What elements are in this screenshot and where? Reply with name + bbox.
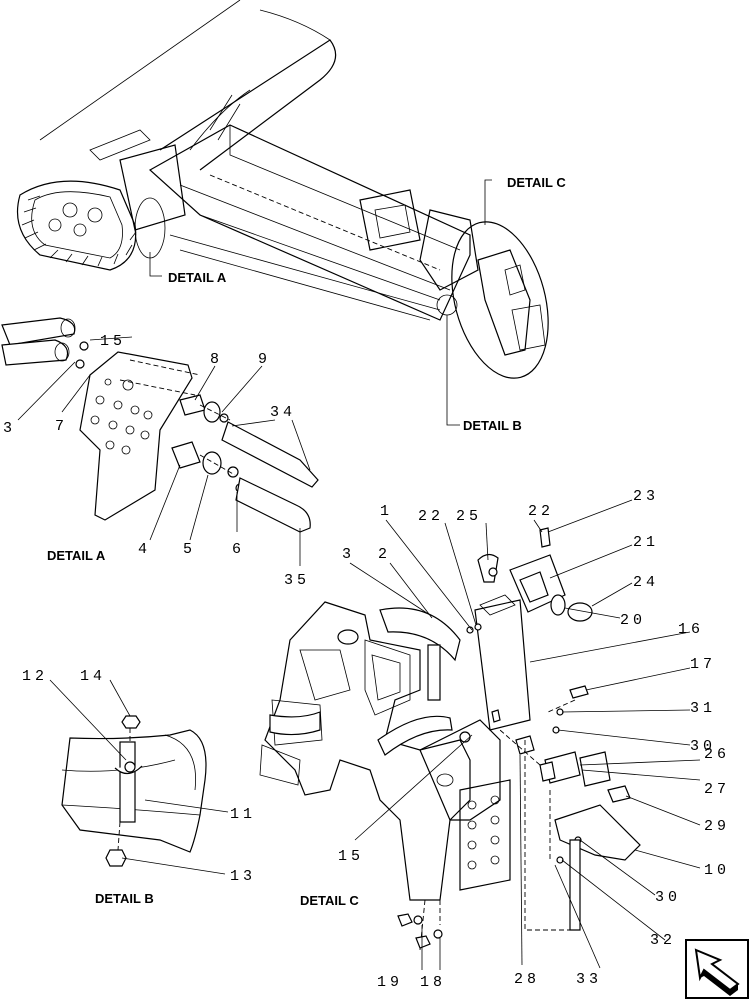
- callout-22-second: 22: [528, 503, 554, 520]
- detail-c-leaders: [349, 499, 701, 970]
- main-assembly-drawing: [16, 0, 549, 379]
- callout-30-upper: 30: [690, 738, 716, 755]
- callout-5: 5: [183, 541, 196, 558]
- detail-a-leaders: [17, 336, 311, 566]
- callout-22-first: 22: [418, 508, 444, 525]
- callout-13: 13: [230, 868, 256, 885]
- callout-15-detail-c: 15: [338, 848, 364, 865]
- detail-b-leaders: [49, 679, 229, 875]
- callout-34: 34: [270, 404, 296, 421]
- callout-29: 29: [704, 818, 730, 835]
- callout-18: 18: [420, 974, 446, 991]
- detail-a-label: DETAIL A: [168, 270, 227, 285]
- callout-3-detail-c: 3: [342, 546, 355, 563]
- callout-3-detail-a: 3: [3, 420, 16, 437]
- detail-c-drawing: [259, 527, 641, 951]
- detail-a-caption: DETAIL A: [47, 548, 106, 563]
- detail-leaders-top: [149, 179, 492, 426]
- callout-16: 16: [678, 621, 704, 638]
- callout-24: 24: [633, 574, 659, 591]
- callout-4: 4: [138, 541, 151, 558]
- callout-27: 27: [704, 781, 730, 798]
- callout-9: 9: [258, 351, 271, 368]
- callout-30-lower: 30: [655, 889, 681, 906]
- callout-28: 28: [514, 971, 540, 988]
- callout-20: 20: [620, 612, 646, 629]
- callout-35: 35: [284, 572, 310, 589]
- detail-b-caption: DETAIL B: [95, 891, 154, 906]
- navigation-arrow-icon[interactable]: [685, 939, 749, 999]
- callout-26: 26: [704, 746, 730, 763]
- callout-10: 10: [704, 862, 730, 879]
- callout-7: 7: [55, 418, 68, 435]
- callout-6: 6: [232, 541, 245, 558]
- callout-21: 21: [633, 534, 659, 551]
- callout-17: 17: [690, 656, 716, 673]
- callout-32: 32: [650, 932, 676, 949]
- callout-15-detail-a: 15: [100, 333, 126, 350]
- callout-19: 19: [377, 974, 403, 991]
- callout-14: 14: [80, 668, 106, 685]
- detail-c-caption: DETAIL C: [300, 893, 359, 908]
- callout-11: 11: [230, 806, 256, 823]
- detail-a-drawing: [1, 317, 319, 533]
- callout-33: 33: [576, 971, 602, 988]
- detail-b-drawing: [61, 715, 207, 867]
- callout-1: 1: [380, 503, 393, 520]
- callout-23: 23: [633, 488, 659, 505]
- callout-2: 2: [378, 546, 391, 563]
- callout-25: 25: [456, 508, 482, 525]
- callout-8: 8: [210, 351, 223, 368]
- detail-c-label: DETAIL C: [507, 175, 566, 190]
- callout-12: 12: [22, 668, 48, 685]
- callout-31: 31: [690, 700, 716, 717]
- detail-b-label: DETAIL B: [463, 418, 522, 433]
